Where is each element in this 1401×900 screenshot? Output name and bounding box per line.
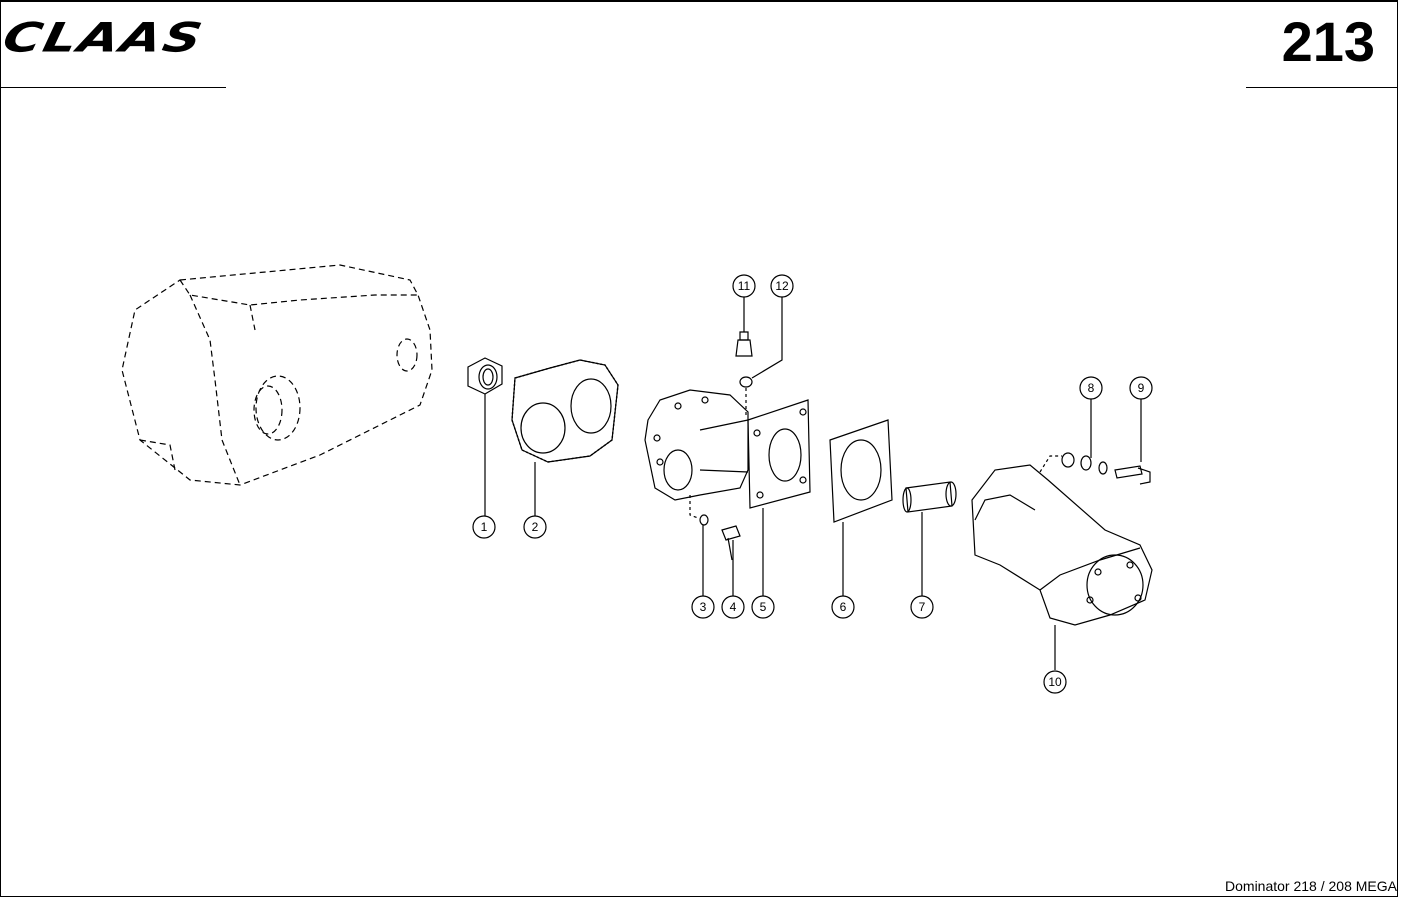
callout-label: 1 — [481, 520, 488, 534]
callout-label: 9 — [1138, 381, 1145, 395]
header-rule-left — [0, 87, 226, 88]
header-rule-right — [1246, 87, 1398, 88]
callout-label: 5 — [760, 600, 767, 614]
washer-bolt-upper — [1039, 399, 1151, 485]
callout-label: 8 — [1088, 381, 1095, 395]
callout-7: 7 — [910, 595, 934, 619]
hydraulic-motor-part — [971, 464, 1153, 670]
callout-label: 3 — [700, 600, 707, 614]
model-footer: Dominator 218 / 208 MEGA — [1225, 878, 1397, 894]
callout-12: 12 — [770, 274, 794, 298]
callout-label: 4 — [730, 600, 737, 614]
callout-label: 12 — [775, 279, 789, 293]
washer-bolt-lower — [689, 495, 741, 596]
callout-5: 5 — [751, 595, 775, 619]
callout-label: 11 — [738, 279, 751, 293]
callout-8: 8 — [1079, 376, 1103, 400]
bearing-part — [467, 357, 503, 516]
flange-housing-part — [644, 389, 811, 596]
callout-2: 2 — [523, 515, 547, 539]
callout-label: 7 — [919, 600, 926, 614]
gearbox-housing-outline — [121, 264, 433, 486]
callout-6: 6 — [831, 595, 855, 619]
callout-3: 3 — [691, 595, 715, 619]
callout-9: 9 — [1129, 376, 1153, 400]
breather-nut-top — [735, 297, 783, 415]
callout-4: 4 — [721, 595, 745, 619]
callout-label: 2 — [532, 520, 539, 534]
callout-11: 11 — [732, 274, 756, 298]
callout-1: 1 — [472, 515, 496, 539]
callout-label: 6 — [840, 600, 847, 614]
callout-10: 10 — [1043, 670, 1067, 694]
square-gasket-part — [829, 419, 893, 596]
page-number: 213 — [1281, 10, 1375, 73]
bush-part — [902, 481, 957, 596]
gasket-part — [511, 359, 619, 516]
callout-label: 10 — [1048, 675, 1062, 689]
